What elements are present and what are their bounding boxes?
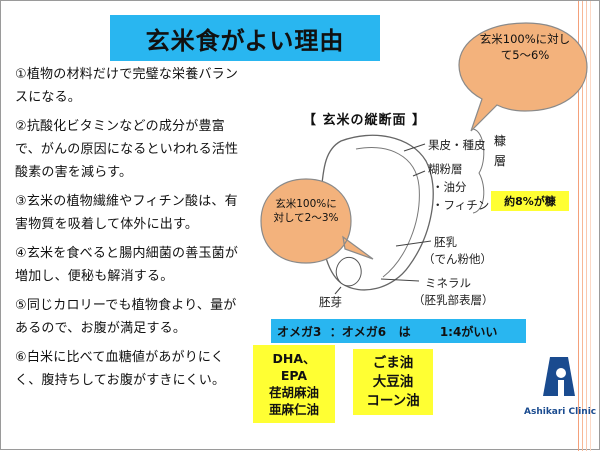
- bubble-top-text: 玄米100%に対して5～6%: [475, 31, 575, 63]
- omega6-item: コーン油: [366, 392, 420, 409]
- omega3-item: DHA、: [272, 351, 316, 366]
- bubble-top-content: 玄米100%に対して5～6%: [479, 32, 571, 62]
- label-endosperm: 胚乳: [434, 235, 457, 249]
- clinic-logo-text: Ashikari Clinic: [524, 407, 597, 417]
- decorative-line: [590, 1, 591, 451]
- label-endosperm-surface: （胚乳部表層）: [413, 293, 494, 307]
- omega3-item: EPA: [280, 368, 308, 383]
- label-bran-layer: 糠層: [493, 134, 506, 168]
- decorative-line: [582, 1, 583, 451]
- bran-share-badge: 約8%が糠: [491, 191, 569, 211]
- decorative-line: [578, 1, 579, 451]
- benefit-item: ④玄米を食べると腸内細菌の善玉菌が増加し、便秘も解消する。: [15, 246, 239, 284]
- decorative-line: [586, 1, 587, 451]
- clinic-logo: [543, 357, 575, 396]
- bubble-left-text: 玄米100%に対して2～3%: [271, 197, 341, 225]
- slide-title: 玄米食がよい理由: [110, 15, 380, 61]
- speech-bubble-top: [458, 22, 588, 132]
- omega3-item: 荏胡麻油: [268, 385, 319, 400]
- grain-inner-line: [355, 147, 420, 278]
- benefit-item: ②抗酸化ビタミンなどの成分が豊富で、がんの原因になるといわれる活性酸素の害を減ら…: [15, 119, 239, 180]
- diagram-heading: 【 玄米の縦断面 】: [303, 113, 427, 128]
- label-pericarp: 果皮・種皮: [428, 138, 486, 152]
- label-mineral: ミネラル: [425, 276, 471, 290]
- omega6-item: 大豆油: [372, 373, 414, 390]
- benefit-item: ⑤同じカロリーでも植物食より、量があるので、お腹が満足する。: [15, 298, 237, 336]
- benefit-item: ①植物の材料だけで完璧な栄養バランスになる。: [15, 67, 239, 105]
- omega6-item: ごま油: [372, 354, 414, 371]
- germ-shape: [335, 256, 362, 287]
- label-aleurone: 糊粉層: [428, 162, 463, 176]
- label-phytin: ・フィチン: [432, 198, 490, 212]
- label-starch: （でん粉他）: [423, 252, 492, 266]
- omega3-box: DHA、 EPA 荏胡麻油 亜麻仁油: [253, 345, 335, 423]
- omega-ratio-bar: オメガ3 ：オメガ6 は 1:4がいい: [271, 319, 526, 343]
- bubble-left-content: 玄米100%に対して2～3%: [273, 198, 339, 224]
- bran-bracket: [472, 128, 485, 214]
- label-germ: 胚芽: [319, 295, 342, 309]
- benefit-item: ③玄米の植物繊維やフィチン酸は、有害物質を吸着して体外に出す。: [15, 194, 238, 232]
- label-oil: ・油分: [432, 180, 467, 194]
- omega6-box: ごま油 大豆油 コーン油: [353, 349, 433, 415]
- benefit-item: ⑥白米に比べて血糖値があがりにくく、腹持ちしてお腹がすきにくい。: [15, 350, 226, 388]
- omega3-item: 亜麻仁油: [268, 402, 319, 417]
- speech-bubble-left: [260, 178, 374, 264]
